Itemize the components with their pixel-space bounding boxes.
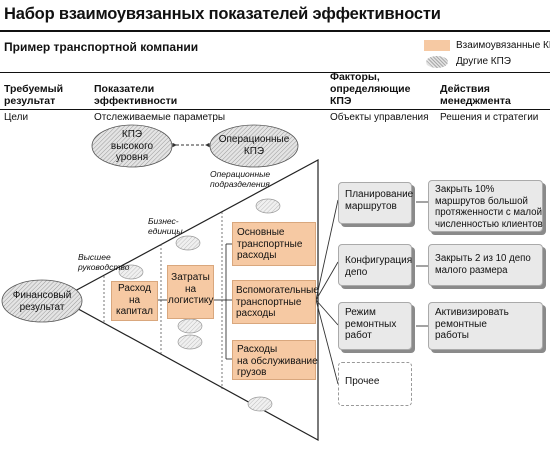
subtitle-rule (0, 72, 550, 73)
ellipse-financial-result (1, 279, 83, 323)
driver-route-planning: Планирование маршрутов (338, 182, 413, 224)
action-close-depots: Закрыть 2 из 10 депо малого размера (428, 244, 543, 286)
title-rule (0, 30, 550, 32)
kpi-dot-logistics-b (177, 334, 203, 350)
col-header-drivers: Факторы, определяющие КПЭ (330, 71, 411, 107)
legend-swatch-linked (424, 40, 450, 51)
box-aux-transport: Вспомогательные транспортные расходы (232, 280, 319, 324)
kpi-dot-logistics-a (177, 318, 203, 334)
action-close-routes: Закрыть 10% маршрутов большой протяженно… (428, 180, 543, 232)
box-cargo-service: Расходы на обслуживание грузов (232, 340, 318, 380)
ellipse-top-kpi (91, 124, 173, 168)
col-header-result: Требуемый результат (4, 83, 64, 107)
driver-depot-config: Конфигурация депо (338, 244, 412, 286)
col-sub-actions: Решения и стратегии (440, 112, 539, 123)
label-business-units: Бизнес- единицы (148, 216, 183, 236)
label-top-management: Высшее руководство (78, 252, 130, 272)
col-sub-drivers: Объекты управления (330, 112, 429, 123)
driver-repair-mode: Режим ремонтных работ (338, 302, 412, 350)
operational-kpi-label: Операционные КПЭ (218, 134, 290, 157)
col-header-actions: Действия менеджмента (440, 83, 511, 107)
driver-other: Прочее (338, 362, 412, 406)
page-subtitle: Пример транспортной компании (4, 40, 199, 54)
label-operational-units: Операционные подразделения (210, 169, 271, 189)
box-capital-expense: Расход на капитал (111, 281, 158, 321)
top-kpi-label: КПЭ высокого уровня (110, 129, 154, 163)
financial-result-label: Финансовый результат (12, 290, 72, 313)
kpi-dot-bottom (247, 396, 273, 412)
page-title: Набор взаимоувязанных показателей эффект… (4, 5, 441, 23)
legend-label-other: Другие КПЭ (456, 56, 511, 67)
kpi-dot-operational (255, 198, 281, 214)
col-sub-kpi: Отслеживаемые параметры (94, 112, 226, 123)
ellipse-operational-kpi (209, 124, 299, 168)
kpi-dot-business (175, 235, 201, 251)
box-main-transport: Основные транспортные расходы (232, 222, 316, 266)
legend-label-linked: Взаимоувязанные КПЭ (456, 40, 550, 51)
kpi-dot-top (118, 264, 144, 280)
action-repair-works: Активизировать ремонтные работы (428, 302, 543, 350)
header-rule (0, 109, 550, 110)
box-logistics-cost: Затраты на логистику (167, 265, 214, 319)
legend-swatch-other (426, 56, 448, 68)
col-header-kpi: Показатели эффективности (94, 83, 178, 107)
col-sub-result: Цели (4, 112, 29, 123)
